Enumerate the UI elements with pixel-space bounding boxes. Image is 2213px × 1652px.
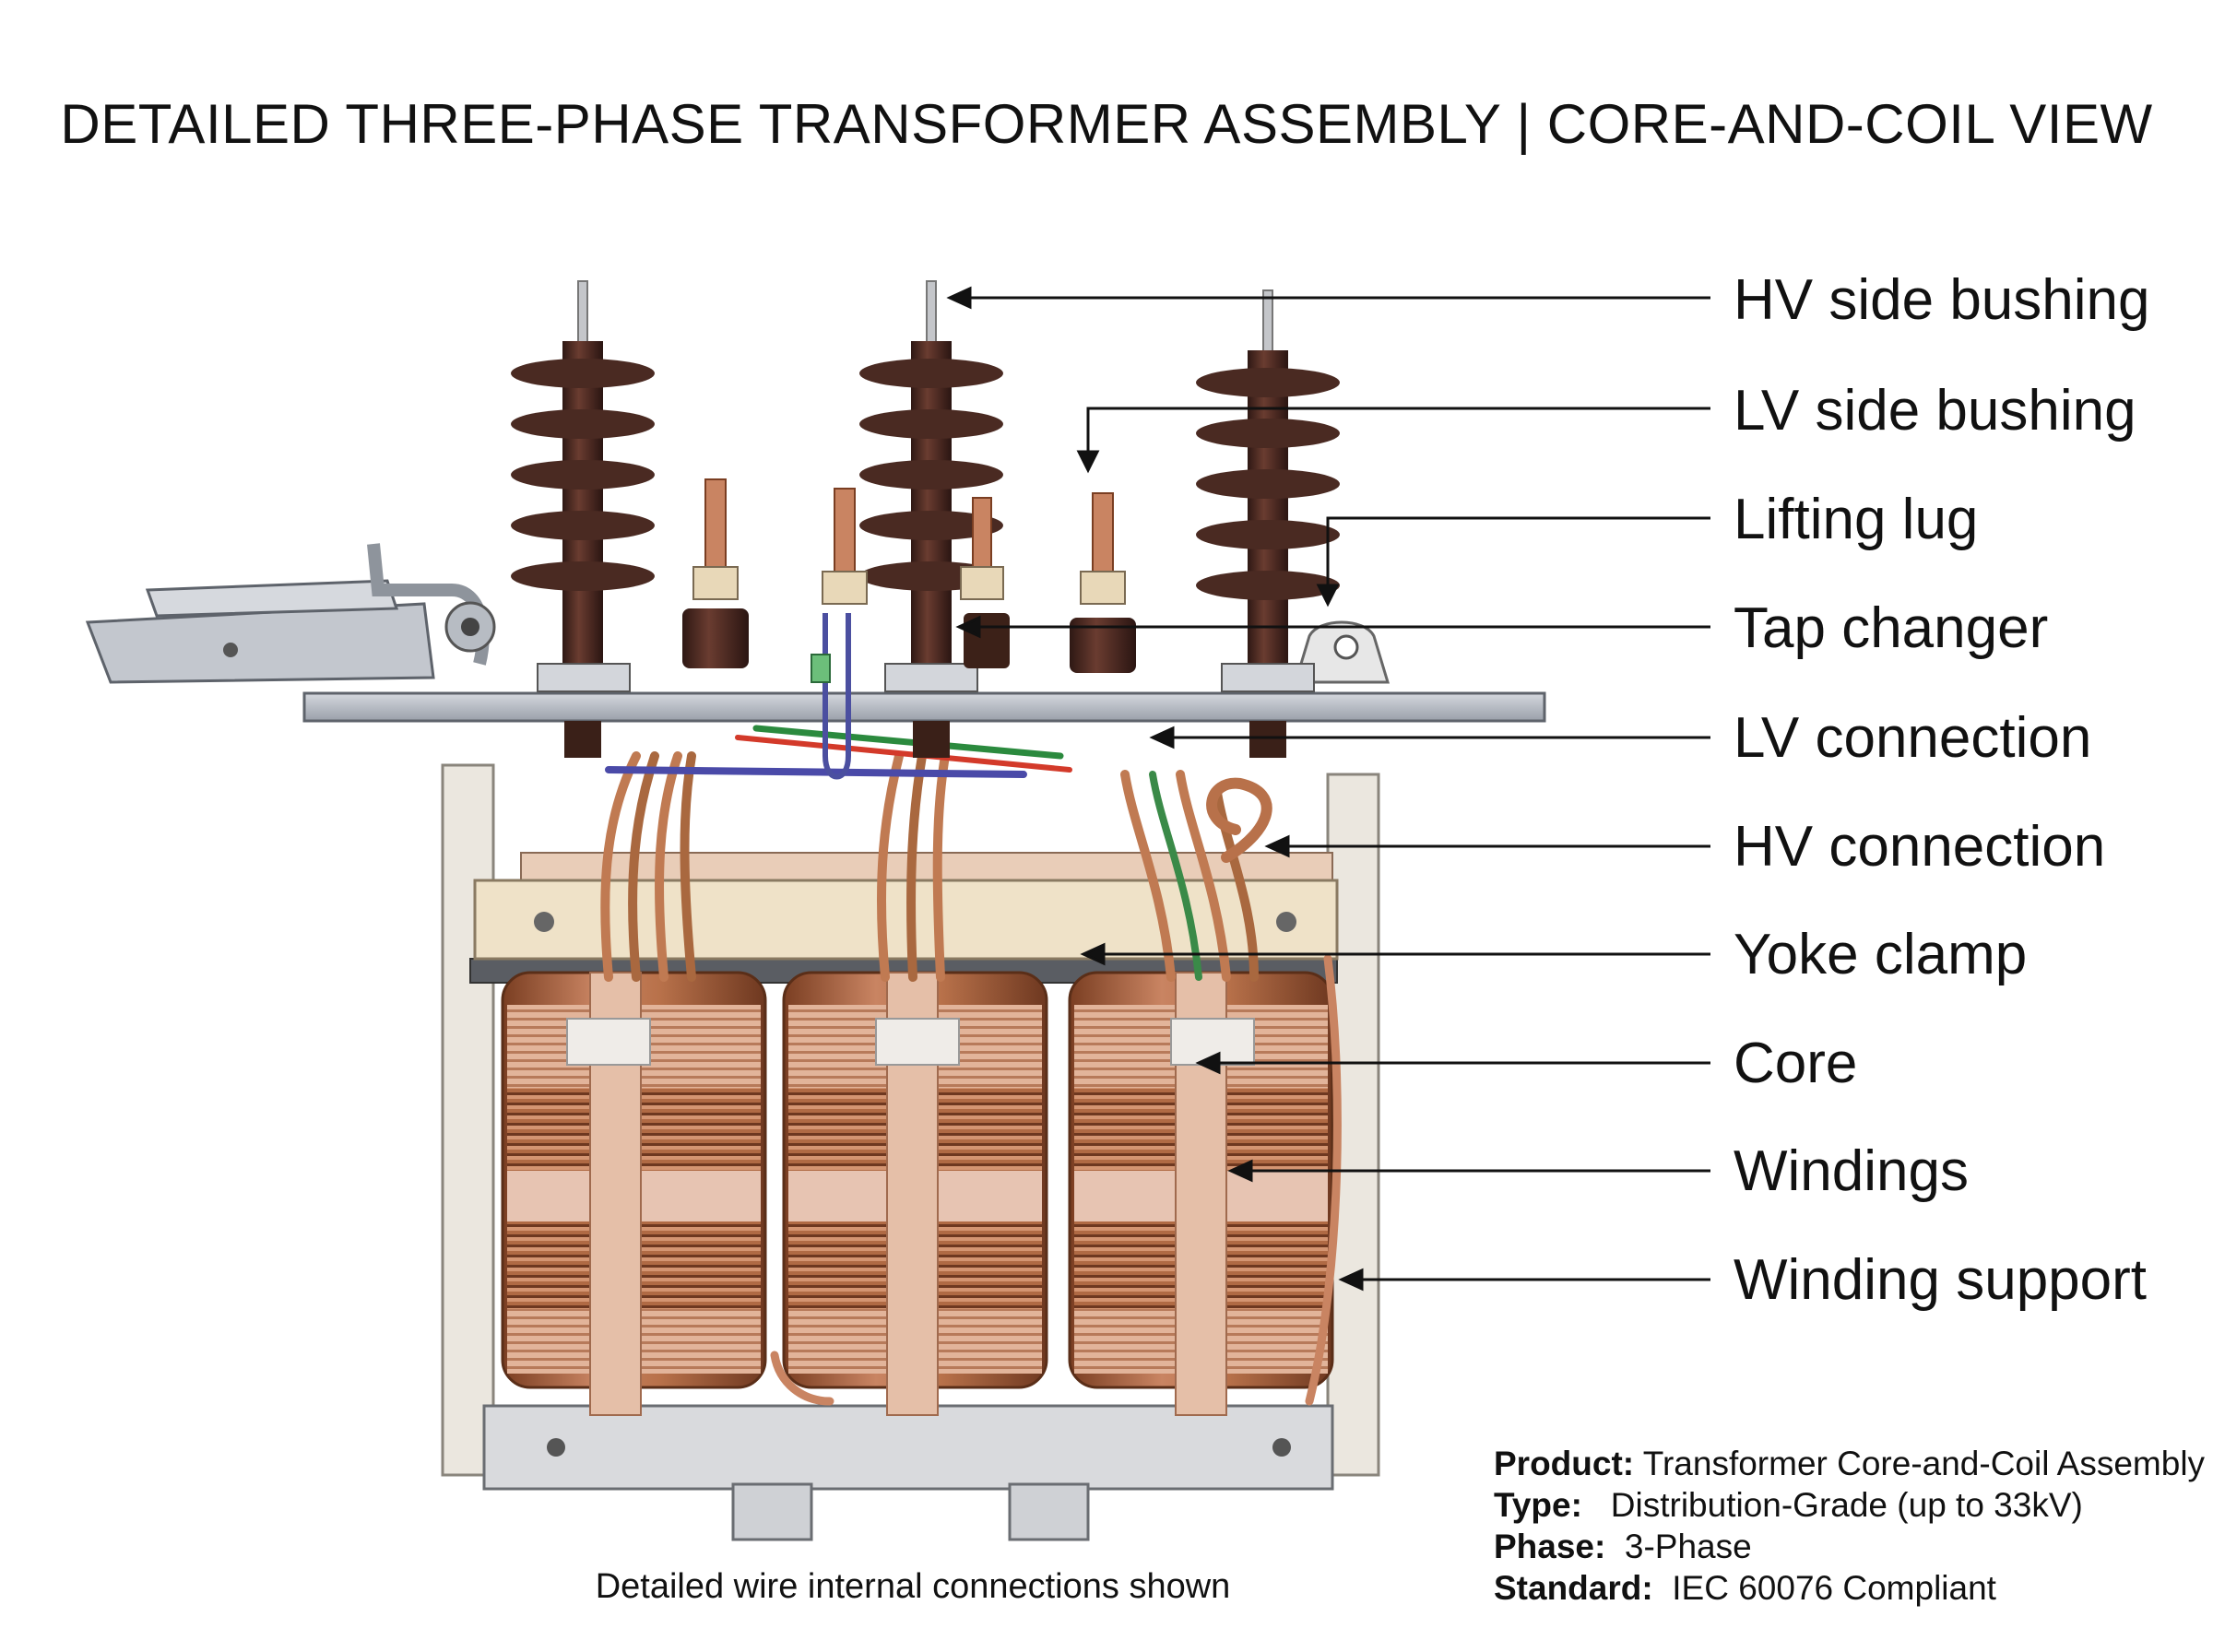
spec-type-value: Distribution-Grade (up to 33kV): [1610, 1486, 2083, 1524]
lv-bushings: [682, 478, 1136, 673]
label-lv-side-bushing: LV side bushing: [1734, 379, 2136, 442]
label-lifting-lug: Lifting lug: [1734, 488, 1979, 551]
hv-bushing-1: [511, 280, 655, 692]
spec-product-row: Product: Transformer Core-and-Coil Assem…: [1494, 1443, 2205, 1484]
label-hv-connection: HV connection: [1734, 815, 2106, 879]
base-clamp: [482, 1404, 1334, 1541]
spec-type-row: Type: Distribution-Grade (up to 33kV): [1494, 1484, 2205, 1526]
coil-phase-c: [1068, 971, 1334, 1416]
hv-bushing-2: [859, 280, 1003, 692]
callout-leaders: [946, 286, 1710, 1292]
spec-phase-value: 3-Phase: [1624, 1528, 1752, 1565]
hv-bushing-3: [1196, 289, 1340, 692]
spec-product-label: Product:: [1494, 1445, 1635, 1482]
label-tap-changer: Tap changer: [1734, 596, 2049, 660]
label-winding-support: Winding support: [1734, 1248, 2148, 1312]
spec-product-value: Transformer Core-and-Coil Assembly: [1642, 1445, 2206, 1482]
tank-cover-plate: [85, 543, 1546, 723]
lifting-lug: [1293, 620, 1391, 684]
spec-block: Product: Transformer Core-and-Coil Assem…: [1494, 1443, 2205, 1609]
spec-standard-value: IEC 60076 Compliant: [1672, 1569, 1996, 1607]
label-core: Core: [1734, 1032, 1858, 1095]
spec-standard-row: Standard: IEC 60076 Compliant: [1494, 1567, 2205, 1609]
label-windings: Windings: [1734, 1139, 1969, 1203]
illustration-caption: Detailed wire internal connections shown: [595, 1567, 1231, 1606]
lead-wires: [600, 725, 1342, 1406]
spec-phase-label: Phase:: [1494, 1528, 1606, 1565]
spec-standard-label: Standard:: [1494, 1569, 1653, 1607]
coil-phase-b: [782, 971, 1048, 1416]
spec-type-label: Type:: [1494, 1486, 1582, 1524]
coil-phase-a: [501, 971, 767, 1416]
label-yoke-clamp: Yoke clamp: [1734, 923, 2028, 986]
spec-phase-row: Phase: 3-Phase: [1494, 1526, 2205, 1567]
label-hv-side-bushing: HV side bushing: [1734, 268, 2150, 332]
diagram-title: DETAILED THREE-PHASE TRANSFORMER ASSEMBL…: [60, 93, 2153, 155]
label-lv-connection: LV connection: [1734, 706, 2092, 770]
bushing-stubs: [564, 721, 1286, 758]
